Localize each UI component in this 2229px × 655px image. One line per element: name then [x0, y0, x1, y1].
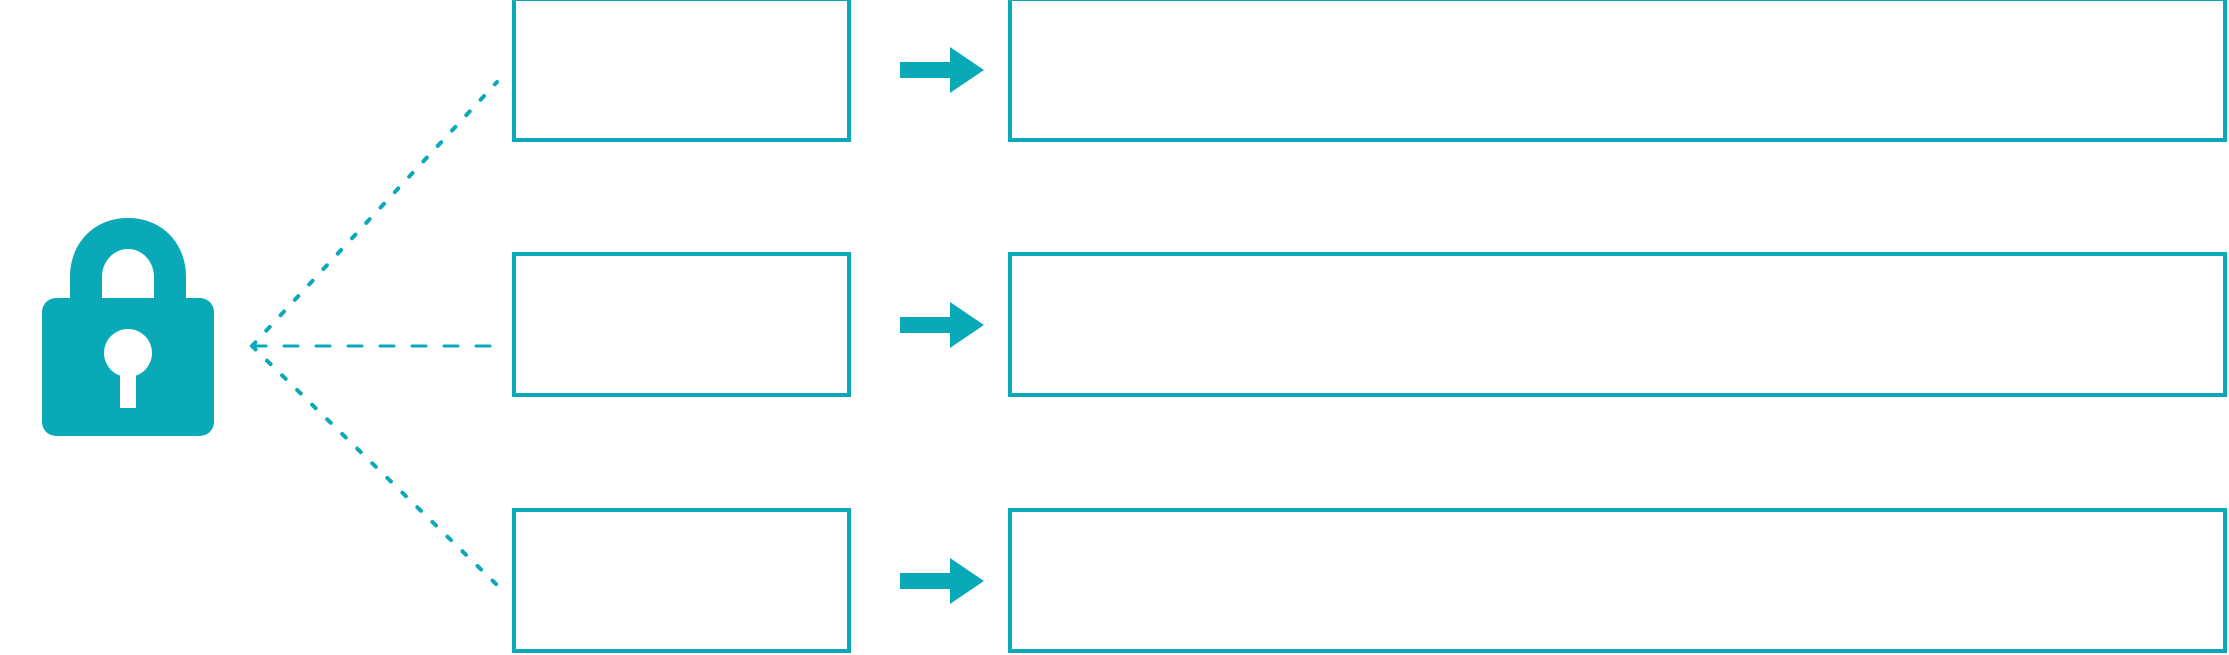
detail-box[interactable] — [1008, 252, 2227, 397]
arrow-right-icon — [900, 302, 984, 348]
flow-row — [0, 252, 2229, 402]
flow-row — [0, 508, 2229, 655]
detail-box[interactable] — [1008, 0, 2227, 142]
lock-icon — [40, 210, 216, 440]
stage-box[interactable] — [512, 508, 851, 653]
stage-box[interactable] — [512, 0, 851, 142]
arrow-right-icon — [900, 47, 984, 93]
flow-row — [0, 0, 2229, 147]
stage-box[interactable] — [512, 252, 851, 397]
detail-box[interactable] — [1008, 508, 2227, 653]
arrow-right-icon — [900, 558, 984, 604]
